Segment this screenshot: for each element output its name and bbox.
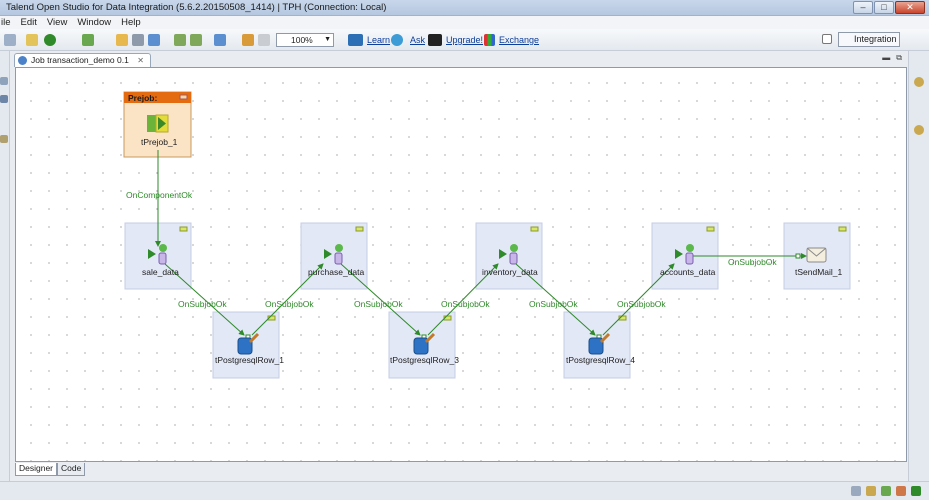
editor-tab-row: Job transaction_demo 0.1 ✕ ▬ ⧉ [10,52,908,67]
exchange-icon [484,34,495,46]
chevron-down-icon: ▼ [324,36,331,43]
import-icon[interactable] [174,34,186,46]
upgrade-link[interactable]: Upgrade! [446,35,484,45]
exchange-link[interactable]: Exchange [499,35,540,45]
maximize-view-icon[interactable]: ⧉ [896,53,902,62]
menu-help[interactable]: Help [121,17,141,28]
undo-icon[interactable] [242,34,254,46]
status-bar [0,481,929,500]
status-palette-icon[interactable] [866,486,876,496]
tab-title: Job transaction_demo 0.1 [31,55,129,65]
tab-job-transaction-demo[interactable]: Job transaction_demo 0.1 ✕ [14,53,151,67]
export-icon[interactable] [148,34,160,46]
status-tree-icon[interactable] [881,486,891,496]
ask-link[interactable]: Ask [410,35,426,45]
tab-designer[interactable]: Designer [15,463,58,476]
deploy-icon[interactable] [190,34,202,46]
redo-icon[interactable] [258,34,270,46]
palette-icon[interactable] [914,77,924,87]
status-run-icon[interactable] [911,486,921,496]
zoom-select[interactable]: 100% ▼ [276,33,334,47]
minimize-button[interactable]: – [853,1,873,14]
main-toolbar: 100% ▼ Learn Ask Upgrade! Exchange Integ… [0,29,929,51]
editor-mode-tabs: Designer Code [15,463,86,476]
tab-code[interactable]: Code [57,463,86,476]
hat-icon [428,34,442,46]
perspective-label: Integration [854,34,897,44]
job-designer-canvas[interactable] [15,67,907,462]
open-perspective-icon[interactable] [822,34,832,44]
components-icon[interactable] [82,34,94,46]
perspective-integration-button[interactable]: Integration [838,32,900,47]
menu-edit[interactable]: Edit [20,17,37,28]
menu-view[interactable]: View [46,17,68,28]
status-img-icon[interactable] [896,486,906,496]
menu-bar: ile Edit View Window Help [0,16,929,29]
left-trim-bar [0,51,10,481]
job-icon [18,56,27,65]
status-progress-icon[interactable] [851,486,861,496]
run-icon[interactable] [44,34,56,46]
save-icon[interactable] [4,34,16,46]
right-trim-bar [908,51,929,481]
zoom-value: 100% [291,35,313,45]
close-icon[interactable]: ✕ [137,56,144,65]
close-button[interactable]: ✕ [895,1,925,14]
minimize-view-icon[interactable]: ▬ [882,53,891,62]
edit-icon[interactable] [116,34,128,46]
window-title: Talend Open Studio for Data Integration … [6,2,387,13]
video-icon [348,34,363,46]
chat-icon [391,34,403,46]
title-bar: Talend Open Studio for Data Integration … [0,0,929,16]
db-icon[interactable] [0,95,8,103]
menu-window[interactable]: Window [77,17,112,28]
settings-icon[interactable] [914,125,924,135]
repository-icon[interactable] [0,77,8,85]
maximize-button[interactable]: □ [874,1,894,14]
outline-icon[interactable] [0,135,8,143]
new-job-icon[interactable] [26,34,38,46]
build-icon[interactable] [214,34,226,46]
menu-file[interactable]: ile [1,17,11,28]
learn-link[interactable]: Learn [367,35,391,45]
wrench-icon[interactable] [132,34,144,46]
